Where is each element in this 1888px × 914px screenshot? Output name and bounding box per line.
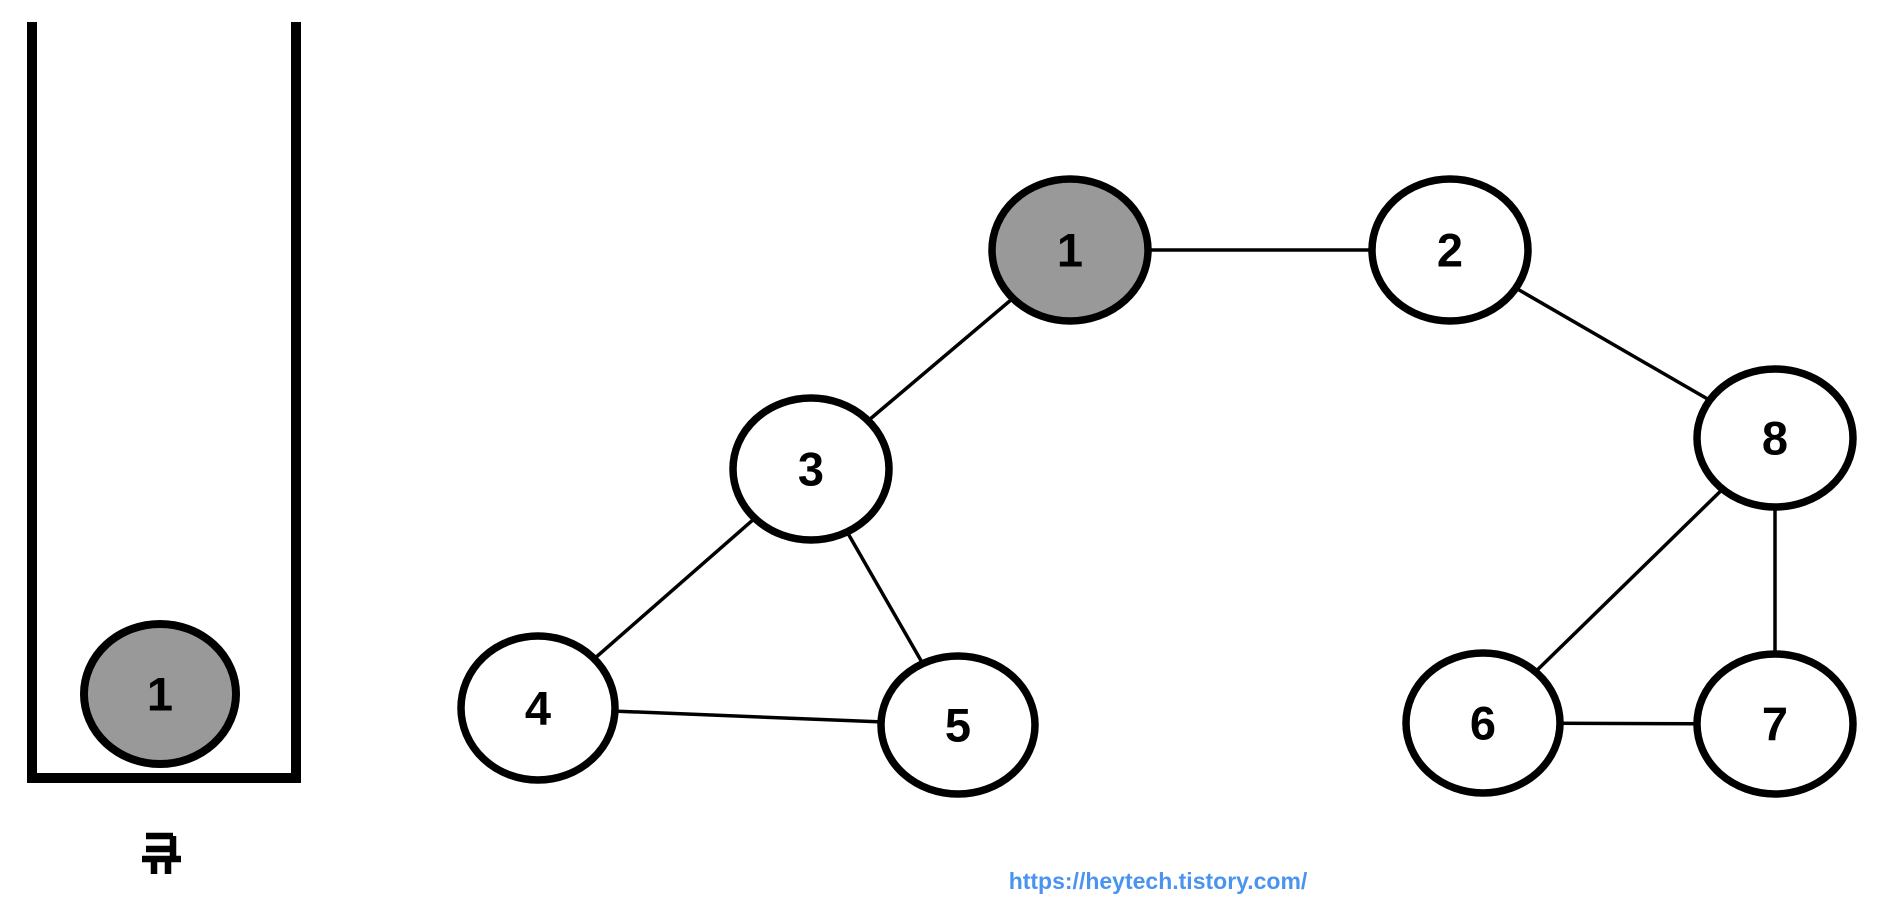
- node-4-label: 4: [525, 681, 551, 734]
- node-6-circle: [1402, 649, 1564, 797]
- node-1-circle: [988, 175, 1152, 325]
- node-7-circle: [1693, 650, 1857, 798]
- graph-edges: [536, 248, 1777, 727]
- node-3-label: 3: [798, 442, 824, 495]
- graph-node-4: 4: [457, 632, 619, 784]
- queue-label-glyph: [142, 832, 181, 874]
- node-5-label: 5: [945, 698, 971, 751]
- graph-node-8: 8: [1693, 365, 1857, 511]
- graph-node-5: 5: [877, 652, 1039, 798]
- queue-item-circle: [80, 620, 240, 768]
- node-3-circle: [729, 394, 893, 544]
- graph-node-1: 1: [988, 175, 1152, 325]
- queue-panel: 1: [27, 22, 301, 874]
- node-7-label: 7: [1762, 697, 1788, 750]
- node-1-label: 1: [1057, 223, 1083, 276]
- queue-label: [142, 832, 181, 874]
- node-8-circle: [1693, 365, 1857, 511]
- graph-node-7: 7: [1693, 650, 1857, 798]
- queue-container: [27, 22, 301, 783]
- node-8-label: 8: [1762, 411, 1788, 464]
- graph-node-3: 3: [729, 394, 893, 544]
- source-url-link[interactable]: https://heytech.tistory.com/: [1009, 868, 1308, 894]
- node-2-label: 2: [1437, 223, 1463, 276]
- graph: 1 2 3 4 5 6: [457, 175, 1857, 798]
- graph-node-6: 6: [1402, 649, 1564, 797]
- graph-node-2: 2: [1368, 175, 1532, 325]
- node-2-circle: [1368, 175, 1532, 325]
- node-4-circle: [457, 632, 619, 784]
- node-6-label: 6: [1470, 696, 1496, 749]
- queue-item-value: 1: [147, 667, 173, 720]
- node-5-circle: [877, 652, 1039, 798]
